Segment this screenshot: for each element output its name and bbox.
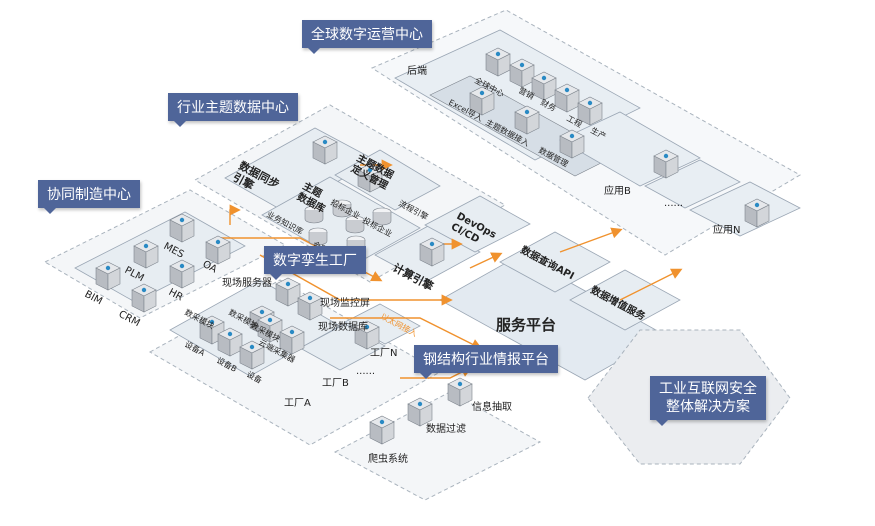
steel-platform-header: 钢结构行业情报平台 [414,345,558,379]
site-db-label: 现场数据库 [318,320,368,333]
filter-label: 数据过滤 [426,422,466,435]
app-n-label: 应用N [713,223,740,236]
backend-panel [394,29,641,161]
factory-b-label: 工厂B [322,378,349,389]
security-line-2: 整体解决方案 [666,399,750,415]
security-header: 工业互联网安全 整体解决方案 [650,376,766,426]
app-dots-label: ...... [664,198,683,209]
collab-mfg-header: 协同制造中心 [38,180,140,214]
value-added-panel [569,269,681,331]
factory-n-label: 工厂N [370,348,397,359]
twin-dots: ...... [356,366,375,377]
crawler-label: 爬虫系统 [368,452,408,465]
monitor-label: 现场监控屏 [320,296,370,309]
extract-label: 信息抽取 [472,400,512,413]
backend-label: 后端 [407,64,427,77]
site-server-label: 现场服务器 [222,276,272,289]
app-dots-panel [644,159,741,209]
digital-twin-header: 数字孪生工厂 [264,246,366,280]
industry-data-header: 行业主题数据中心 [168,93,298,127]
global-ops-header: 全球数字运营中心 [302,20,432,54]
service-platform-label: 服务平台 [496,316,556,334]
factory-a-label: 工厂A [284,398,311,409]
app-b-label: 应用B [604,184,631,197]
query-api-panel [499,231,611,293]
security-line-1: 工业互联网安全 [659,381,757,397]
